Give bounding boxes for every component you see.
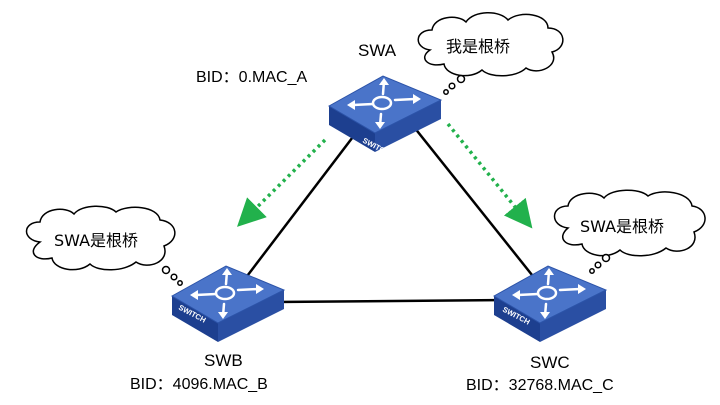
thought-bubble-icon	[25, 205, 176, 271]
thought-bubble-icon	[553, 189, 706, 257]
dotted-arrow-icon	[446, 122, 533, 229]
thought-text: 我是根桥	[446, 37, 510, 56]
link-swb-swc	[274, 298, 511, 304]
switch-name-swa: SWA	[358, 41, 397, 60]
switch-swb: SWITCH	[170, 264, 286, 344]
switch-name-swc: SWC	[530, 353, 570, 372]
link-swa-swb	[237, 124, 363, 289]
switch-icon	[170, 264, 286, 344]
bpdu-arrows	[237, 122, 533, 229]
switch-swc: SWITCH	[492, 264, 608, 344]
thought-bubble-swb: SWA是根桥	[25, 205, 183, 286]
switch-name-swb: SWB	[204, 351, 243, 370]
thought-bubble-swc: SWA是根桥	[553, 189, 706, 274]
dotted-arrow-icon	[237, 138, 327, 227]
network-links	[237, 121, 541, 304]
thought-text: SWA是根桥	[54, 231, 138, 250]
thought-bubble-swa: 我是根桥	[417, 12, 564, 95]
thought-text: SWA是根桥	[580, 217, 664, 236]
bid-swb: BID：4096.MAC_B	[130, 376, 268, 393]
bid-swa: BID：0.MAC_A	[196, 69, 307, 86]
bid-swc: BID：32768.MAC_C	[466, 377, 614, 394]
link-swa-swc	[409, 121, 541, 286]
switch-icon	[492, 264, 608, 344]
